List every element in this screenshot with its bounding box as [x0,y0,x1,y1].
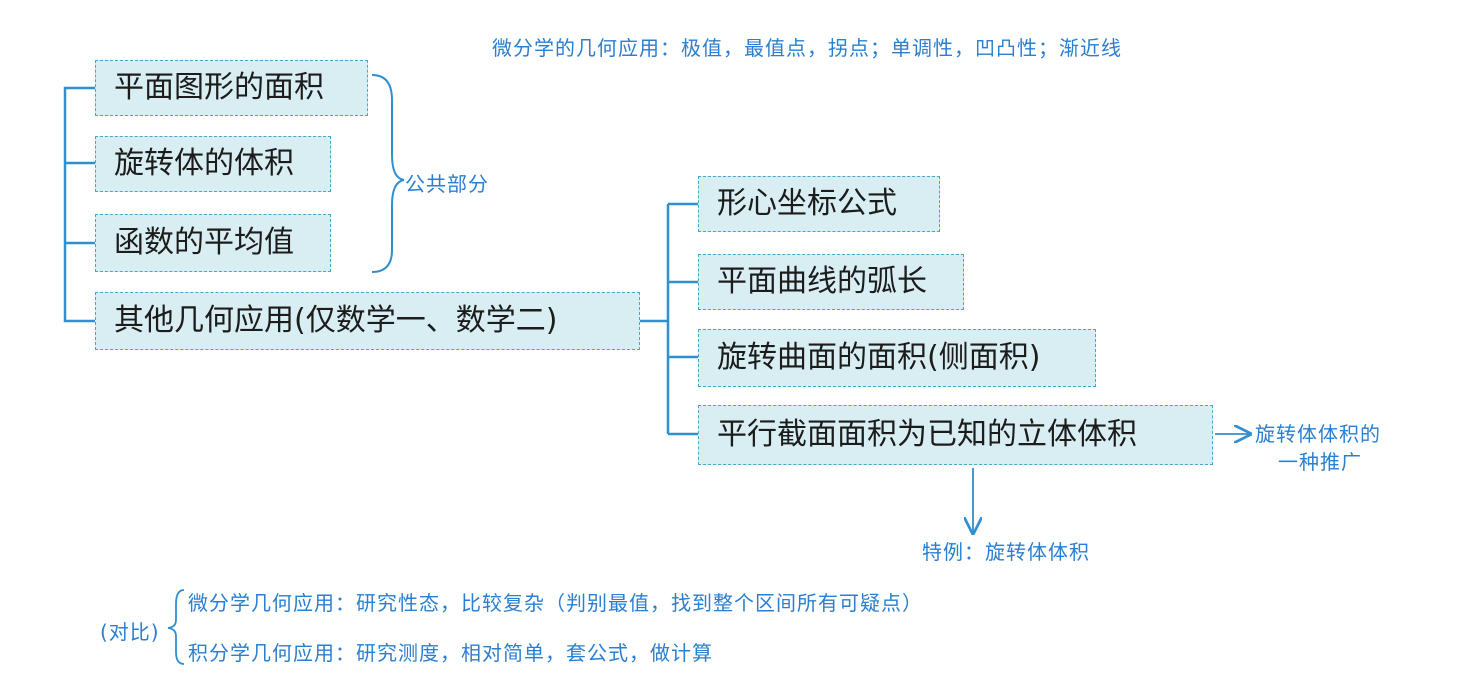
left-tree-line [63,86,95,323]
generalization-note-line2: 一种推广 [1278,450,1362,474]
right-tree-line [640,202,698,436]
comparison-brace [167,589,185,665]
box-other-applications: 其他几何应用(仅数学一、数学二) [95,292,640,350]
box-plane-area: 平面图形的面积 [95,60,368,116]
generalization-note-line1: 旋转体体积的 [1255,422,1381,446]
box-centroid-formula: 形心坐标公式 [698,176,940,232]
box-arc-length: 平面曲线的弧长 [698,254,964,310]
top-note: 微分学的几何应用：极值，最值点，拐点；单调性，凹凸性；渐近线 [492,36,1122,60]
box-parallel-section-volume: 平行截面面积为已知的立体体积 [698,405,1213,465]
comparison-integral: 积分学几何应用：研究测度，相对简单，套公式，做计算 [188,641,713,665]
box-surface-area: 旋转曲面的面积(侧面积) [698,329,1096,387]
common-brace [371,74,405,273]
comparison-label: (对比) [100,620,160,644]
special-case-note: 特例：旋转体体积 [922,540,1090,564]
comparison-differential: 微分学几何应用：研究性态，比较复杂（判别最值，找到整个区间所有可疑点） [188,591,923,615]
box-function-average: 函数的平均值 [95,214,331,272]
common-part-label: 公共部分 [405,172,489,196]
box-rotation-volume: 旋转体的体积 [95,136,331,192]
